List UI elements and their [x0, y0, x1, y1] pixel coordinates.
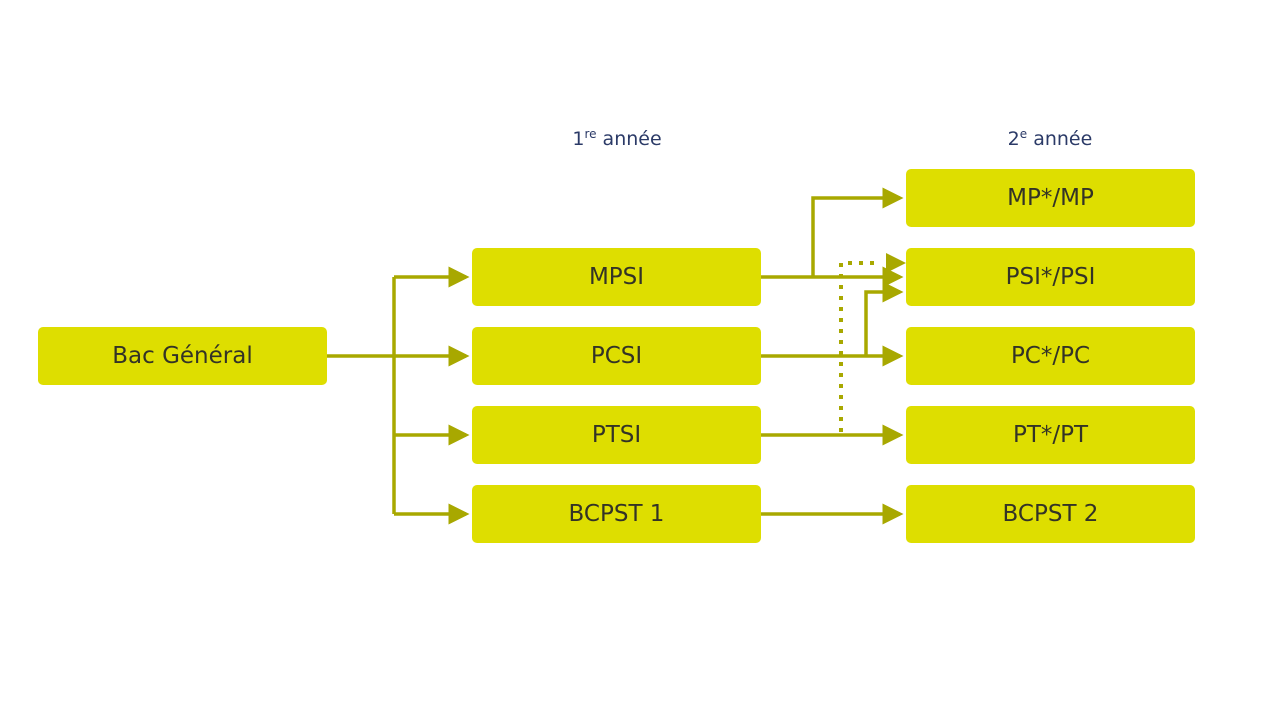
arrow-ptsi-to-psi-dotted	[839, 261, 880, 432]
year2-label: année	[1033, 128, 1093, 150]
node-pc: PC*/PC	[906, 327, 1195, 385]
year1-suffix: re	[584, 127, 597, 141]
arrow-pcsi-to-psi	[864, 281, 904, 356]
node-mp: MP*/MP	[906, 169, 1195, 227]
column-title-year1: 1re année	[517, 128, 717, 150]
arrow-mpsi-to-mp	[811, 187, 904, 277]
node-mpsi: MPSI	[472, 248, 761, 306]
node-bcpst2: BCPST 2	[906, 485, 1195, 543]
node-pcsi: PCSI	[472, 327, 761, 385]
node-pt: PT*/PT	[906, 406, 1195, 464]
year1-label: année	[602, 128, 662, 150]
year2-suffix: e	[1019, 127, 1028, 141]
arrowhead-ptsi-to-psi	[886, 253, 906, 273]
node-bcpst1: BCPST 1	[472, 485, 761, 543]
column-title-year2: 2e année	[950, 128, 1150, 150]
node-psi: PSI*/PSI	[906, 248, 1195, 306]
year1-number: 1	[572, 128, 585, 150]
node-ptsi: PTSI	[472, 406, 761, 464]
node-bac-general: Bac Général	[38, 327, 327, 385]
year2-number: 2	[1007, 128, 1020, 150]
